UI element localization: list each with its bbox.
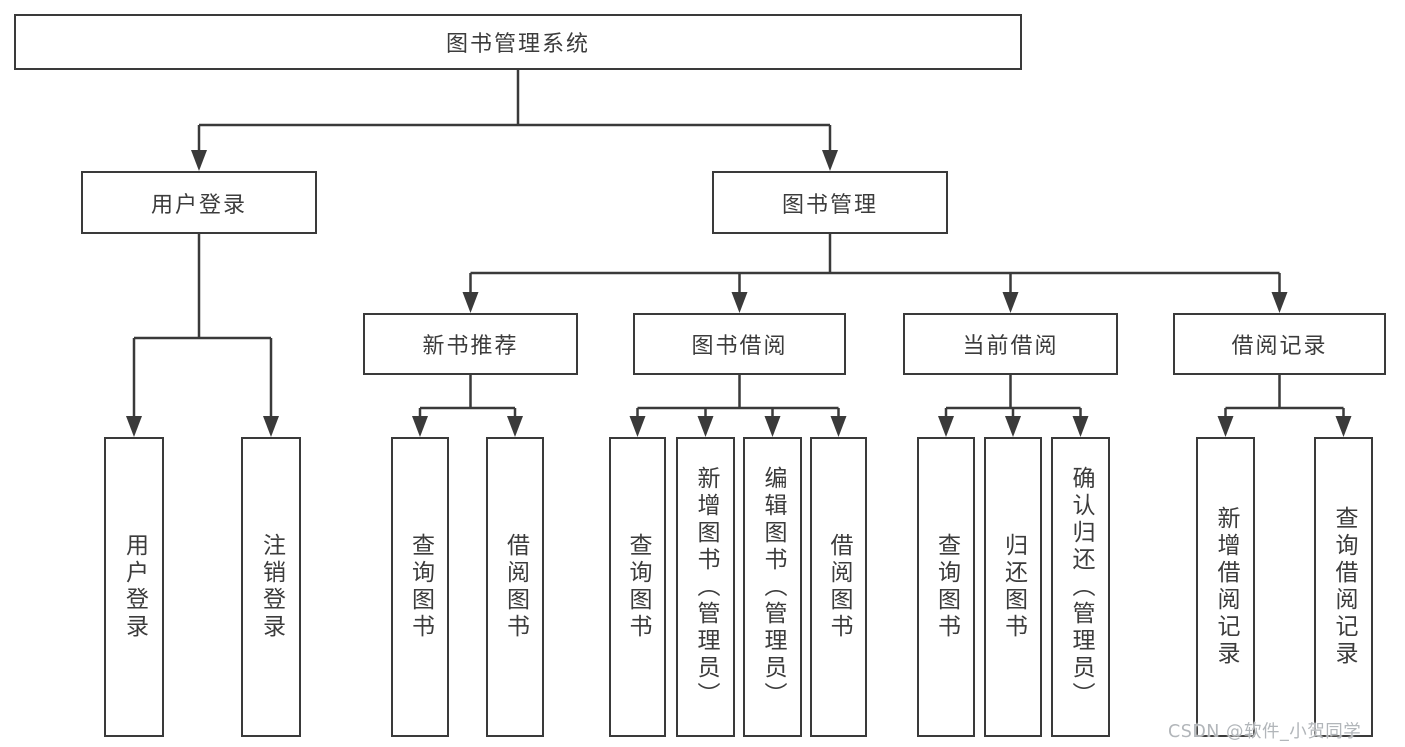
node-current-borrow: 当前借阅 xyxy=(903,313,1118,375)
arrowhead-icon xyxy=(822,150,838,171)
arrowhead-icon xyxy=(412,416,428,437)
arrowhead-icon xyxy=(1002,292,1019,313)
node-borrow-record: 借阅记录 xyxy=(1173,313,1386,375)
arrowhead-icon xyxy=(507,416,523,437)
node-root-library-system: 图书管理系统 xyxy=(14,14,1022,70)
node-user-login: 用户登录 xyxy=(81,171,317,234)
arrowhead-icon xyxy=(938,416,954,437)
csdn-watermark: CSDN @软件_小贺同学 xyxy=(1168,722,1362,742)
leaf-add-books-admin: 新增图书（管理员） xyxy=(676,437,735,737)
leaf-query-books-current: 查询图书 xyxy=(917,437,975,737)
arrowhead-icon xyxy=(1335,416,1352,437)
node-book-borrow: 图书借阅 xyxy=(633,313,846,375)
connector-book-mgmt-to-level3 xyxy=(469,233,1281,294)
node-new-book-recommend: 新书推荐 xyxy=(363,313,578,375)
arrowhead-icon xyxy=(697,416,714,437)
arrowhead-icon xyxy=(1005,416,1021,437)
node-book-management: 图书管理 xyxy=(712,171,948,234)
arrowhead-icon xyxy=(1271,292,1288,313)
leaf-edit-books-admin: 编辑图书（管理员） xyxy=(743,437,802,737)
arrowhead-icon xyxy=(263,416,279,437)
arrowhead-icon xyxy=(1072,416,1089,437)
leaf-borrow-books-recommend: 借阅图书 xyxy=(486,437,544,737)
arrowhead-icon xyxy=(830,416,847,437)
leaf-add-borrow-record: 新增借阅记录 xyxy=(1196,437,1255,737)
connector-new-books-to-leaves xyxy=(418,375,517,418)
arrowhead-icon xyxy=(731,292,748,313)
arrowhead-icon xyxy=(764,416,781,437)
connector-current-borrow-to-leaves xyxy=(944,375,1082,418)
leaf-return-books: 归还图书 xyxy=(984,437,1042,737)
leaf-confirm-return-admin: 确认归还（管理员） xyxy=(1051,437,1110,737)
connector-borrow-record-to-leaves xyxy=(1224,375,1345,418)
connector-book-borrow-to-leaves xyxy=(636,375,840,418)
arrowhead-icon xyxy=(629,416,646,437)
connector-user-login-to-leaves xyxy=(132,233,273,418)
leaf-logout: 注销登录 xyxy=(241,437,301,737)
arrowhead-icon xyxy=(462,292,479,313)
arrowhead-icon xyxy=(126,416,142,437)
connector-root-to-level2 xyxy=(197,69,832,152)
leaf-query-books-borrow: 查询图书 xyxy=(609,437,666,737)
leaf-query-books-recommend: 查询图书 xyxy=(391,437,449,737)
leaf-user-login: 用户登录 xyxy=(104,437,164,737)
arrowhead-icon xyxy=(191,150,207,171)
leaf-query-borrow-record: 查询借阅记录 xyxy=(1314,437,1373,737)
arrowhead-icon xyxy=(1217,416,1234,437)
leaf-borrow-books: 借阅图书 xyxy=(810,437,867,737)
